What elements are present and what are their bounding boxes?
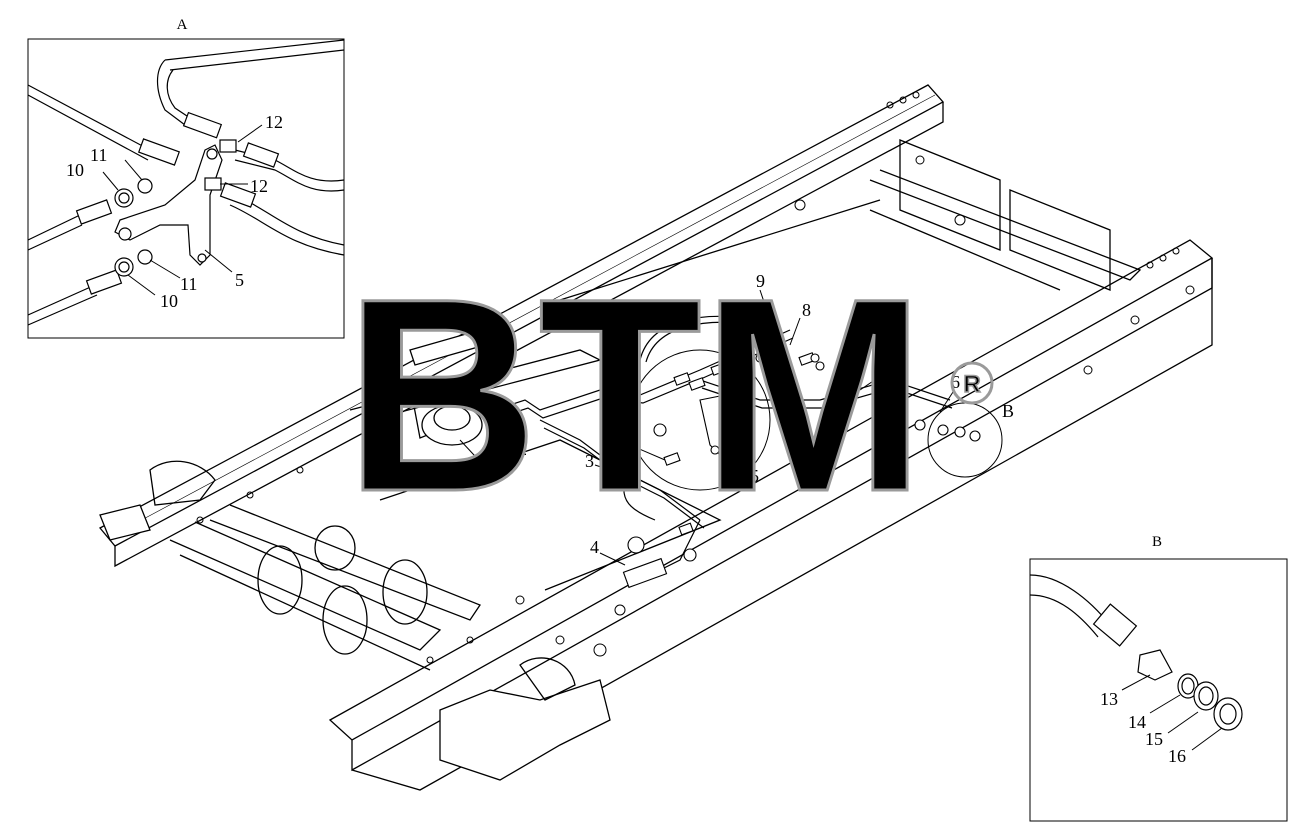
front-tow-hook	[99, 504, 151, 541]
registered-mark: R	[963, 371, 980, 398]
inset-a-callout-10-bot: 10	[160, 291, 178, 311]
mounting-bracket	[409, 329, 486, 366]
callout-3: 3	[585, 451, 594, 471]
rear-spring-hanger	[439, 679, 611, 781]
inset-b-callout-14: 14	[1128, 712, 1146, 732]
main-callouts: 1 2 3 A 4 5 6 7 8 9 B	[490, 271, 1014, 557]
inset-a-callout-10-top: 10	[66, 160, 84, 180]
callout-2: 2	[518, 439, 527, 459]
brake-lines	[494, 315, 953, 576]
callout-7: 7	[893, 356, 902, 376]
inset-b-callout-15: 15	[1145, 729, 1163, 749]
inset-a-callout-5: 5	[235, 270, 244, 290]
watermark-text: BTM	[345, 242, 925, 549]
callout-4: 4	[590, 537, 599, 557]
btm-watermark: BTM R	[344, 241, 994, 551]
callout-5: 5	[750, 466, 759, 486]
callout-9: 9	[756, 271, 765, 291]
inset-a-callout-12-mid: 12	[250, 176, 268, 196]
detail-b-circle	[927, 402, 1003, 478]
inset-a-title: A	[177, 17, 188, 33]
inset-b: 13 14 15 16	[1029, 558, 1288, 822]
mid-crossmember	[349, 349, 602, 421]
callout-6: 6	[951, 372, 960, 392]
inset-a: 10 11 12 12 5 11 10	[27, 38, 345, 339]
inset-b-title: B	[1152, 534, 1162, 550]
crossmember-hole	[382, 559, 428, 625]
inset-a-callout-11-top: 11	[90, 145, 107, 165]
crossmember-hole	[314, 525, 356, 571]
detail-a-circle	[629, 349, 771, 491]
inset-b-callout-16: 16	[1168, 746, 1186, 766]
registered-mark-circle	[950, 361, 994, 405]
valve-assembly	[421, 404, 504, 446]
callout-8: 8	[802, 300, 811, 320]
crossmember-hole	[257, 545, 303, 615]
crossmember-hole	[322, 585, 368, 655]
inset-a-callout-12-top: 12	[265, 112, 283, 132]
rail-holes	[196, 91, 1195, 664]
front-crossmember	[169, 521, 442, 651]
hose-fittings	[622, 345, 981, 589]
inset-b-callout-13: 13	[1100, 689, 1118, 709]
inset-a-callout-11-bot: 11	[180, 274, 197, 294]
callout-1: 1	[490, 464, 499, 484]
callout-a: A	[628, 439, 641, 459]
callout-b: B	[1002, 401, 1014, 421]
leader-lines	[459, 289, 954, 566]
chassis-frame	[98, 84, 1214, 791]
